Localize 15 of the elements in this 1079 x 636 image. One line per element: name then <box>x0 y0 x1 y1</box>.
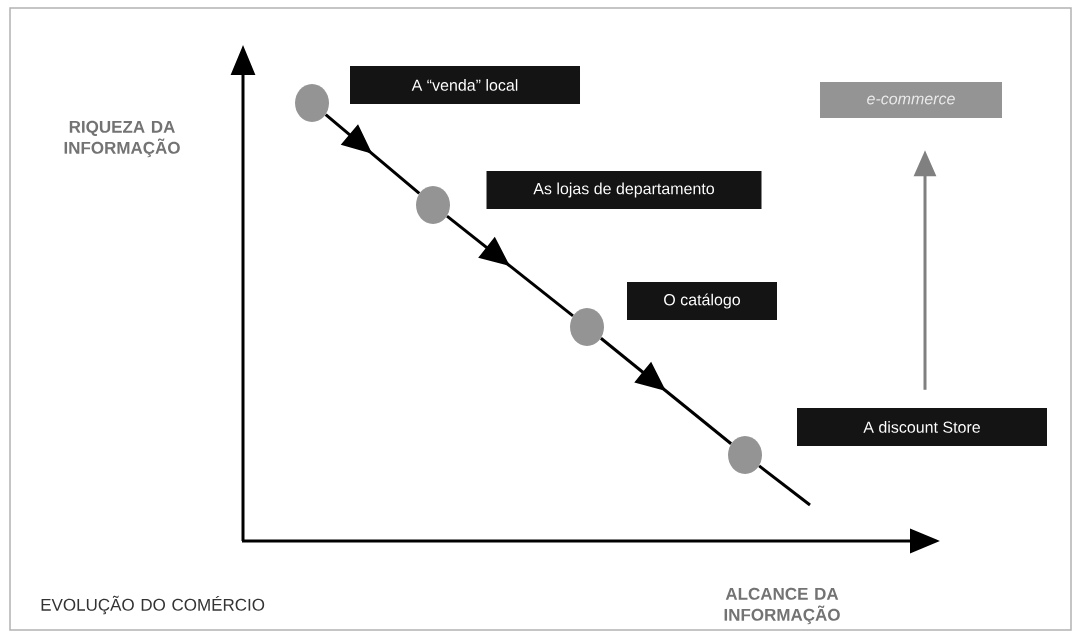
label-box: O catálogo <box>627 282 777 320</box>
label-box: e-commerce <box>820 82 1002 118</box>
label-box: As lojas de departamento <box>486 171 762 209</box>
dot <box>295 84 329 122</box>
axis-label: ALCANCE DA INFORMAÇÃO <box>724 587 840 625</box>
arrow <box>324 113 421 195</box>
label-box: A “venda” local <box>350 66 580 104</box>
label-box: A discount Store <box>797 408 1047 446</box>
arrow <box>600 337 733 445</box>
dot <box>728 436 762 474</box>
axis-label: RIQUEZA DA INFORMAÇÃO <box>64 120 180 158</box>
dot <box>570 308 604 346</box>
arrow <box>446 214 574 318</box>
caption-text: EVOLUÇÃO DO COMÉRCIO <box>41 595 265 615</box>
dot <box>416 186 450 224</box>
